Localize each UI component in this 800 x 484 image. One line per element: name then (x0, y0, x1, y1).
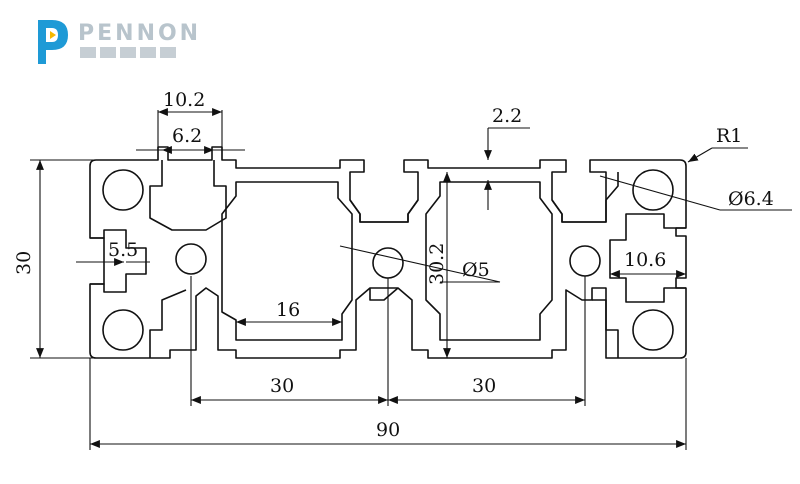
dim-center-hole-dia: Ø5 (462, 259, 490, 281)
slot-left (90, 229, 147, 293)
center-hole-left (175, 243, 207, 275)
slot-top-right (551, 172, 619, 223)
center-hole-right (569, 245, 601, 277)
dim-overall-width: 90 (376, 419, 400, 441)
corner-hole-bottom-left (102, 309, 144, 351)
slot-bottom-middle (369, 287, 399, 301)
dim-wall-thickness: 2.2 (492, 105, 522, 127)
slot-bottom-left (149, 289, 187, 358)
logo-mark-icon (38, 20, 68, 64)
logo-wordmark: PENNON (78, 21, 201, 46)
dim-pitch-left: 30 (270, 375, 294, 397)
dimension-lines (30, 108, 792, 450)
dim-corner-radius: R1 (716, 125, 742, 147)
aluminum-profile (89, 146, 687, 359)
pennon-logo: PENNON (38, 20, 201, 64)
dimension-labels: 10.2 6.2 30 5.5 2.2 R1 Ø6.4 Ø5 30.2 16 1… (13, 89, 774, 441)
dim-overall-height: 30 (13, 251, 35, 275)
center-hole-middle (372, 247, 404, 279)
corner-hole-top-left (102, 169, 144, 211)
dim-corner-hole-dia: Ø6.4 (728, 188, 774, 210)
slot-right (609, 213, 686, 303)
slot-bottom-right (592, 299, 619, 358)
dim-right-slot: 10.6 (624, 249, 666, 271)
cavity-left (221, 181, 353, 341)
slot-top-middle (349, 199, 419, 223)
dim-top-slot-outer: 10.2 (163, 89, 205, 111)
dim-left-slot: 5.5 (108, 239, 138, 261)
dim-pitch-right: 30 (472, 375, 496, 397)
dim-inner-cavity-width: 16 (276, 299, 300, 321)
corner-hole-top-right (632, 169, 674, 211)
logo-subtitle-chinese-glyphs (80, 47, 176, 58)
slot-top-left (149, 160, 227, 231)
dim-top-slot-inner: 6.2 (172, 125, 202, 147)
cavity-right (425, 181, 553, 341)
corner-hole-bottom-right (632, 309, 674, 351)
dim-center-height: 30.2 (426, 243, 448, 285)
